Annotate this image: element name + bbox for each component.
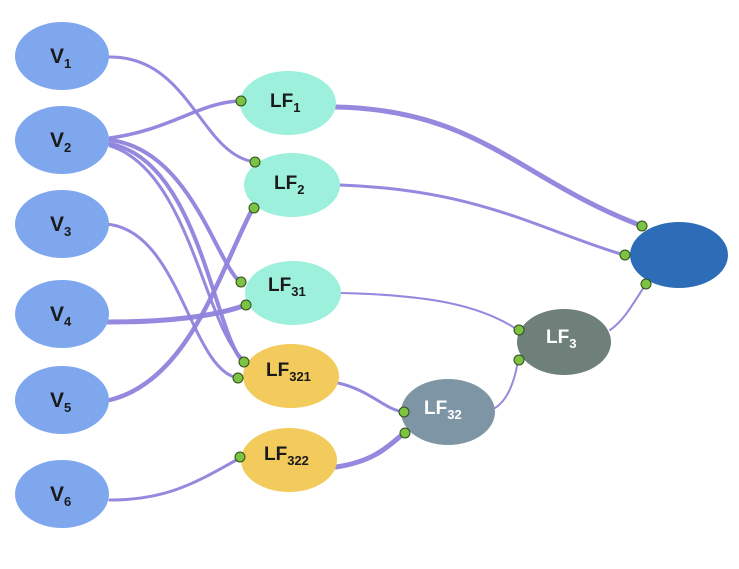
svg-text:V3: V3 [50, 213, 71, 239]
node-lf3[interactable]: LF3 [517, 309, 611, 375]
node-v4[interactable]: V4 [15, 280, 109, 348]
port-lf31-in-top [235, 276, 247, 288]
port-lf32-in-top [398, 406, 410, 418]
edge-lf321-lf32 [336, 381, 406, 414]
svg-text:V5: V5 [50, 389, 71, 415]
edge-v2-lf1 [108, 99, 242, 140]
node-lf1[interactable]: LF1 [240, 71, 336, 135]
port-lf2-in-bottom [248, 202, 260, 214]
ports [232, 95, 652, 463]
svg-text:V2: V2 [50, 129, 71, 155]
node-v5[interactable]: V5 [15, 366, 109, 434]
port-lf32-in-bottom [399, 427, 411, 439]
port-lf31-in-bottom [240, 299, 252, 311]
edge-lf31-lf3 [339, 292, 519, 331]
node-lf31[interactable]: LF31 [245, 261, 341, 325]
svg-text:LF3: LF3 [546, 327, 576, 351]
edge-lf2-out [338, 183, 626, 257]
node-v2[interactable]: V2 [15, 106, 109, 174]
edge-v2-lf321-b [108, 144, 246, 362]
node-v3[interactable]: V3 [15, 190, 109, 258]
port-lf321-in-bottom [232, 372, 244, 384]
svg-text:LF31: LF31 [268, 275, 306, 299]
port-lf3-in-bottom [513, 354, 525, 366]
edge-v2-lf31 [108, 138, 242, 284]
port-out-bottom [640, 278, 652, 290]
edge-lf32-lf3 [494, 359, 519, 409]
edge-v1-lf2 [106, 55, 257, 164]
port-lf322-in [234, 451, 246, 463]
svg-text:V6: V6 [50, 483, 71, 509]
edge-v6-lf322 [108, 456, 242, 502]
edge-lf1-out [333, 104, 645, 229]
output-node[interactable] [630, 222, 728, 288]
port-lf3-in-top [513, 324, 525, 336]
port-out-top [636, 220, 648, 232]
port-lf321-in-top [238, 356, 250, 368]
edge-lf322-lf32 [333, 430, 407, 470]
port-lf1-in [235, 95, 247, 107]
intermediate-nodes: LF1 LF2 LF31 LF321 LF322 LF32 LF3 [240, 71, 611, 492]
edge-v3-lf321 [103, 222, 240, 380]
edge-v4-lf31 [105, 302, 249, 325]
svg-text:LF32: LF32 [424, 398, 462, 422]
edge-lf3-out [609, 283, 647, 331]
input-nodes: V1 V2 V3 V4 V5 V6 [15, 22, 109, 528]
port-out-mid [619, 249, 631, 261]
svg-text:LF321: LF321 [266, 360, 311, 384]
svg-text:LF1: LF1 [270, 91, 300, 115]
port-lf2-in-top [249, 156, 261, 168]
node-v6[interactable]: V6 [15, 460, 109, 528]
node-lf322[interactable]: LF322 [241, 428, 337, 492]
svg-text:V1: V1 [50, 45, 71, 71]
edge-v5-lf2 [107, 205, 256, 403]
svg-text:LF322: LF322 [264, 444, 309, 468]
node-lf2[interactable]: LF2 [244, 153, 340, 217]
svg-text:V4: V4 [50, 303, 72, 329]
node-lf32[interactable]: LF32 [401, 379, 495, 445]
node-v1[interactable]: V1 [15, 22, 109, 90]
node-lf321[interactable]: LF321 [243, 344, 339, 408]
svg-text:LF2: LF2 [274, 173, 304, 197]
edges [103, 55, 647, 502]
